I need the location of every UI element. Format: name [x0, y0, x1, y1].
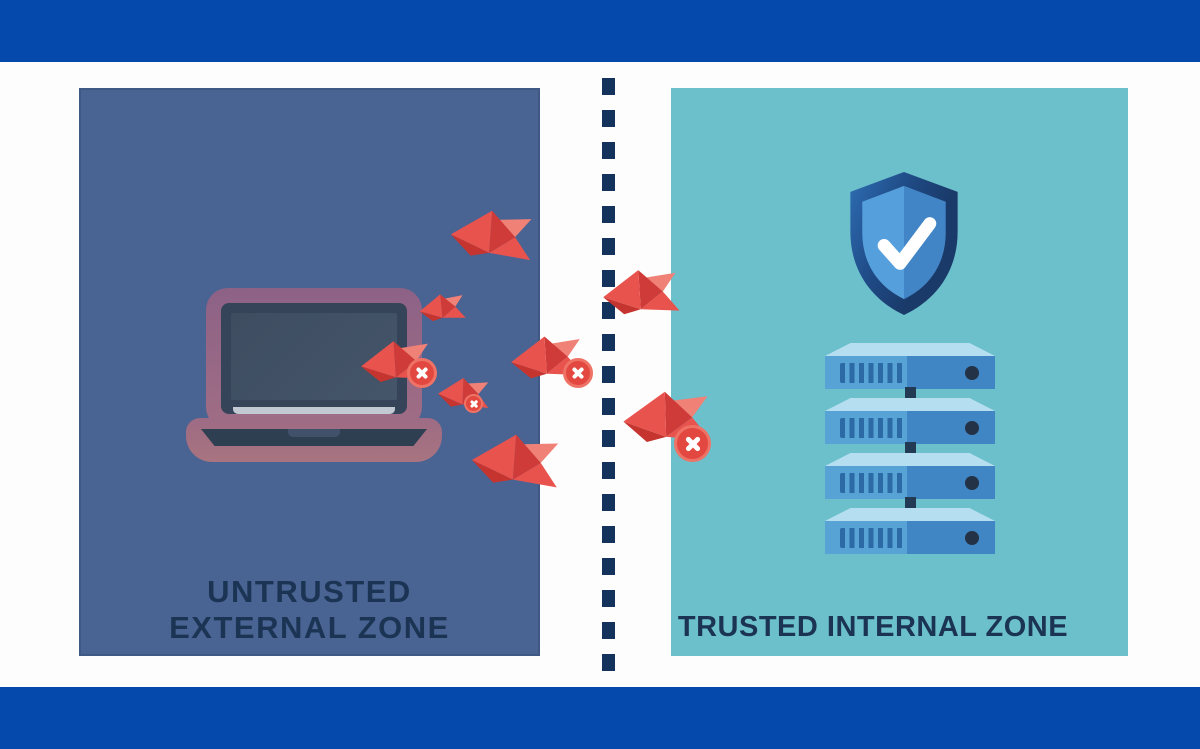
trusted-internal-zone-panel: TRUSTED INTERNAL ZONE [671, 88, 1128, 656]
x-cross-icon [674, 425, 711, 462]
untrusted-zone-label-line1: UNTRUSTED [207, 574, 412, 609]
laptop-notch [288, 429, 340, 437]
laptop-hinge [233, 407, 395, 414]
server-unit [825, 453, 995, 510]
check-icon [877, 217, 937, 270]
server-vents [840, 528, 903, 548]
x-cross-icon [464, 394, 483, 413]
laptop-base [186, 418, 442, 462]
server-vents [840, 418, 903, 438]
server-vents [840, 473, 903, 493]
firewall-boundary-dashed-line [602, 78, 615, 678]
server-led [964, 475, 979, 490]
threat-arrow-icon [599, 262, 685, 334]
server-led [964, 420, 979, 435]
server-vents [840, 363, 903, 383]
top-border-band [0, 0, 1200, 62]
untrusted-external-zone-panel: UNTRUSTED EXTERNAL ZONE [79, 88, 540, 656]
server-unit [825, 343, 995, 400]
server-stack-icon [825, 343, 995, 563]
x-cross-icon [407, 358, 437, 388]
server-unit [825, 508, 995, 554]
server-unit [825, 398, 995, 455]
bottom-border-band [0, 687, 1200, 749]
trusted-zone-label: TRUSTED INTERNAL ZONE [677, 611, 1069, 643]
untrusted-zone-label: UNTRUSTED EXTERNAL ZONE [79, 574, 540, 646]
server-led [964, 365, 979, 380]
laptop-screen [231, 313, 397, 400]
x-cross-icon [563, 358, 593, 388]
threat-arrow-icon [418, 290, 469, 331]
untrusted-zone-label-line2: EXTERNAL ZONE [169, 610, 450, 645]
server-led [964, 530, 979, 545]
shield-check-icon [850, 171, 958, 316]
